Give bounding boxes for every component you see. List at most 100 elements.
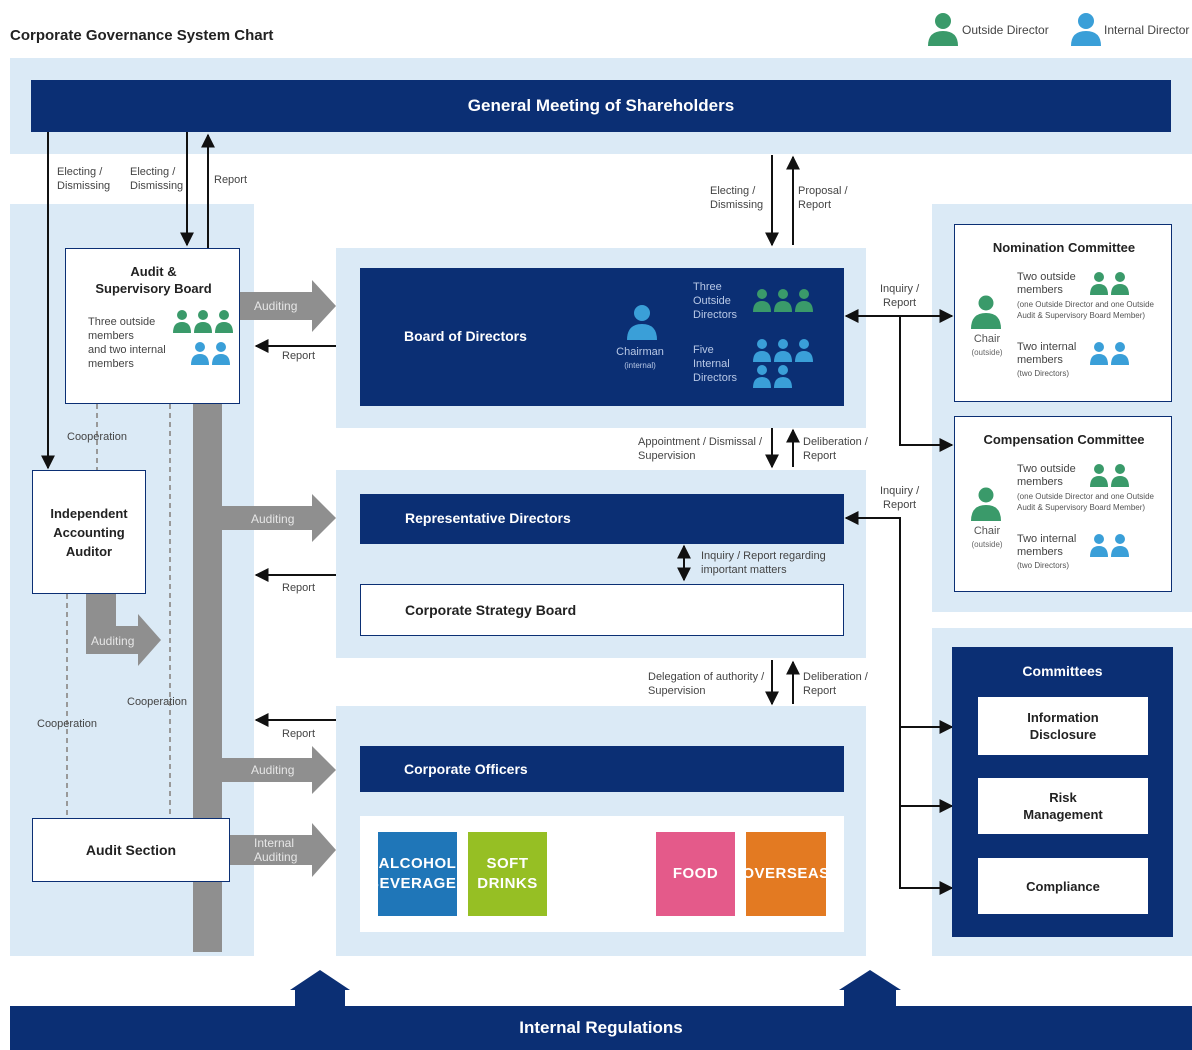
auditor-line-3: Auditor <box>65 543 113 559</box>
label-deliberation-2a: Deliberation / <box>803 671 868 683</box>
compensation-outside-2: members <box>1017 476 1063 488</box>
compensation-two-outside-icon <box>1089 463 1131 494</box>
label-inquiry-1a: Inquiry / <box>880 283 920 295</box>
general-meeting-of-shareholders: General Meeting of Shareholders <box>31 80 1171 132</box>
compensation-internal-note: (two Directors) <box>1017 561 1070 570</box>
chairman-note: (internal) <box>624 361 656 370</box>
label-inquiry-important-a: Inquiry / Report regarding <box>701 550 826 562</box>
label-electing-2a: Electing / <box>130 166 176 178</box>
legend-internal-label: Internal Director <box>1104 23 1190 37</box>
compensation-outside-note-2: Audit & Supervisory Board Member) <box>1017 503 1146 512</box>
legend-outside-label: Outside Director <box>962 23 1049 37</box>
corporate-strategy-board: Corporate Strategy Board <box>360 584 844 636</box>
outside-directors-1: Three <box>693 281 722 293</box>
label-auditing-2: Auditing <box>251 512 295 526</box>
board-title: Board of Directors <box>404 328 527 344</box>
label-cooperation-1: Cooperation <box>67 431 127 443</box>
internal-regulations-bar: Internal Regulations <box>10 1006 1192 1050</box>
three-outside-directors-icon <box>752 288 814 319</box>
compensation-internal-1: Two internal <box>1017 533 1077 545</box>
label-proposal-a: Proposal / <box>798 185 848 197</box>
board-of-directors: Board of Directors Chairman (internal) T… <box>360 268 844 406</box>
audit-board-desc-3: and two internal <box>88 344 166 356</box>
business-soft-line-2: DRINKS <box>477 875 538 892</box>
label-auditing-1: Auditing <box>254 299 298 313</box>
committee-information-disclosure: Information Disclosure <box>978 697 1148 755</box>
risk-management-line-1: Risk <box>1049 790 1077 805</box>
label-appointment-a: Appointment / Dismissal / <box>638 436 763 448</box>
compensation-outside-1: Two outside <box>1017 463 1076 475</box>
label-deliberation-1a: Deliberation / <box>803 436 868 448</box>
label-electing-1b: Dismissing <box>57 180 111 192</box>
audit-board-desc-1: Three outside <box>88 316 156 328</box>
audit-board-title-1: Audit & <box>130 264 177 279</box>
label-inquiry-2a: Inquiry / <box>880 485 920 497</box>
committee-compliance: Compliance <box>978 858 1148 914</box>
nomination-chair-note: (outside) <box>971 348 1003 357</box>
compensation-committee: Compensation Committee Chair (outside) T… <box>954 416 1172 592</box>
outside-director-legend-icon <box>925 12 961 46</box>
nomination-outside-note-2: Audit & Supervisory Board Member) <box>1017 311 1146 320</box>
nomination-chair: Chair <box>973 333 1001 345</box>
five-internal-directors-icon <box>752 338 814 395</box>
chairman-icon <box>624 304 660 345</box>
committee-risk-management: Risk Management <box>978 778 1148 834</box>
label-delegation-a: Delegation of authority / <box>648 671 765 683</box>
label-auditing-3: Auditing <box>251 763 295 777</box>
three-outside-members-icon <box>172 309 234 340</box>
label-report-1: Report <box>282 350 316 362</box>
outside-directors-2: Outside <box>693 295 731 307</box>
business-soft-drinks: SOFT DRINKS <box>468 832 547 916</box>
auditor-line-1: Independent <box>50 505 128 521</box>
business-alcohol-beverages: ALCOHOL BEVERAGES <box>368 832 466 916</box>
audit-board-title-2: Supervisory Board <box>95 281 212 296</box>
label-inquiry-2b: Report <box>883 499 917 511</box>
label-electing-1a: Electing / <box>57 166 103 178</box>
outside-directors-3: Directors <box>693 309 738 321</box>
label-electing-3b: Dismissing <box>710 199 764 211</box>
compensation-chair-note: (outside) <box>971 540 1003 549</box>
nomination-committee: Nomination Committee Chair (outside) Two… <box>954 224 1172 402</box>
label-internal-auditing-a: Internal <box>254 836 295 850</box>
label-deliberation-2b: Report <box>803 685 837 697</box>
label-deliberation-1b: Report <box>803 450 837 462</box>
committees-title: Committees <box>1022 663 1103 679</box>
label-internal-auditing-b: Auditing <box>254 850 298 864</box>
independent-accounting-auditor: Independent Accounting Auditor <box>32 470 146 594</box>
business-food: FOOD <box>656 832 735 916</box>
page-title: Corporate Governance System Chart <box>10 27 274 44</box>
internal-director-legend-icon <box>1068 12 1104 46</box>
nomination-outside-1: Two outside <box>1017 271 1076 283</box>
info-disclosure-line-2: Disclosure <box>1029 727 1097 742</box>
internal-directors-1: Five <box>693 344 714 356</box>
label-appointment-b: Supervision <box>638 450 696 462</box>
nomination-chair-icon <box>969 295 1003 334</box>
compensation-chair: Chair <box>973 525 1001 537</box>
business-overseas: OVERSEAS <box>742 832 829 916</box>
nomination-title: Nomination Committee <box>992 240 1136 255</box>
nomination-internal-1: Two internal <box>1017 341 1077 353</box>
risk-management-line-2: Management <box>1023 807 1103 822</box>
audit-board-desc-2: members <box>88 330 134 342</box>
nomination-outside-2: members <box>1017 284 1063 296</box>
label-proposal-b: Report <box>798 199 832 211</box>
label-inquiry-1b: Report <box>883 297 917 309</box>
label-report-top: Report <box>214 174 248 186</box>
audit-section: Audit Section <box>32 818 230 882</box>
compensation-outside-note-1: (one Outside Director and one Outside <box>1017 492 1154 501</box>
compensation-chair-icon <box>969 487 1003 526</box>
label-electing-3a: Electing / <box>710 185 756 197</box>
label-electing-2b: Dismissing <box>130 180 184 192</box>
representative-directors: Representative Directors <box>360 494 844 544</box>
nomination-outside-note-1: (one Outside Director and one Outside <box>1017 300 1154 309</box>
label-cooperation-3: Cooperation <box>37 718 97 730</box>
label-delegation-b: Supervision <box>648 685 706 697</box>
audit-board-desc-4: members <box>88 358 134 370</box>
label-report-2: Report <box>282 582 316 594</box>
label-inquiry-important-b: important matters <box>701 564 787 576</box>
business-soft-line-1: SOFT <box>486 855 529 872</box>
nomination-internal-note: (two Directors) <box>1017 369 1070 378</box>
internal-directors-3: Directors <box>693 372 738 384</box>
label-report-3: Report <box>282 728 316 740</box>
